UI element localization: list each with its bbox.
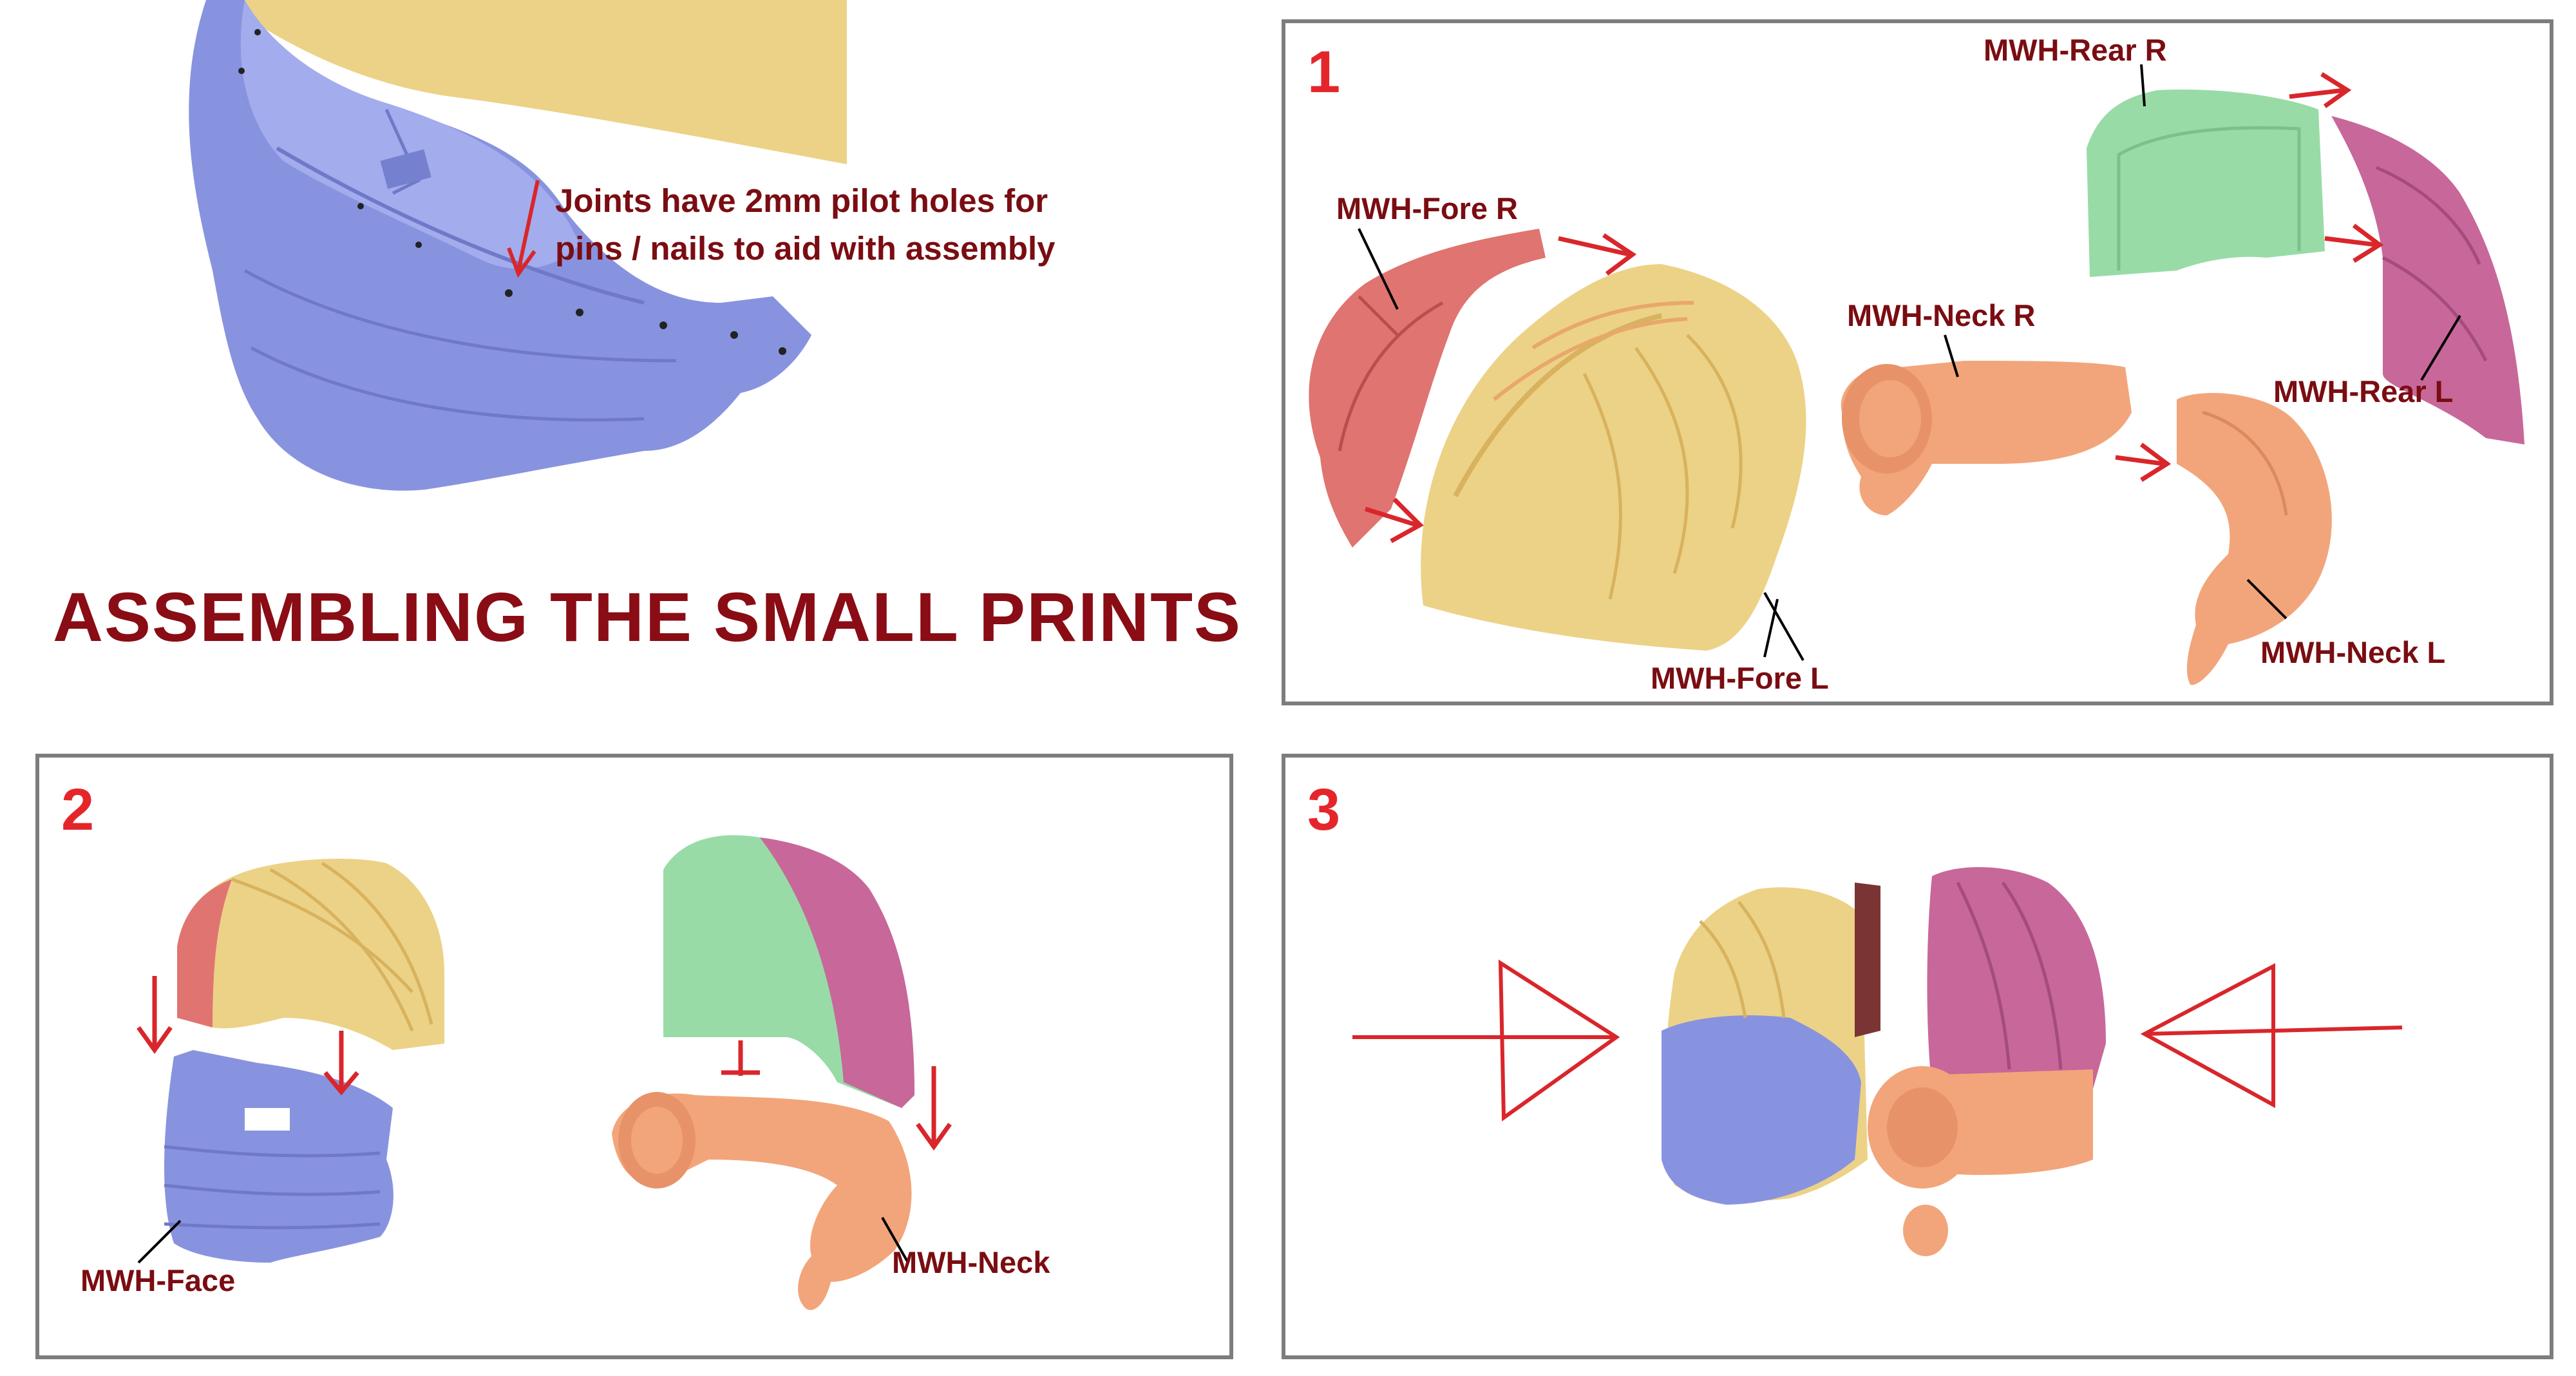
arrow-rear-2 — [2324, 224, 2384, 263]
label-face: MWH-Face — [80, 1263, 236, 1297]
yellow-helmet-piece — [222, 0, 847, 164]
arrow-neck — [2115, 443, 2172, 482]
blue-shell-inner-wall — [240, 0, 580, 269]
neck-l-piece — [2177, 393, 2332, 685]
label-neck-r: MWH-Neck R — [1847, 298, 2036, 332]
label-rear-r: MWH-Rear R — [1984, 33, 2167, 67]
label-neck: MWH-Neck — [892, 1245, 1050, 1279]
step-number-3: 3 — [1307, 777, 1341, 843]
label-fore-l: MWH-Fore L — [1651, 661, 1829, 695]
arrow-rear-1 — [2289, 72, 2352, 108]
step-number-1: 1 — [1307, 39, 1341, 105]
rear-r-piece — [2087, 90, 2325, 277]
page-title: ASSEMBLING THE SMALL PRINTS — [53, 578, 1242, 656]
pointer-arrow — [507, 180, 540, 278]
label-fore-r: MWH-Fore R — [1336, 191, 1518, 225]
arrow-right-half — [2140, 963, 2403, 1109]
fore-r-piece — [1309, 229, 1546, 548]
label-rear-l: MWH-Rear L — [2273, 374, 2454, 408]
pilot-hole-note: Joints have 2mm pilot holes for pins / n… — [555, 177, 1199, 272]
rear-half — [1927, 867, 2106, 1089]
arrow-fore-l — [1364, 497, 1424, 544]
note-line-2: pins / nails to aid with assembly — [555, 230, 1056, 267]
label-neck-l: MWH-Neck L — [2260, 635, 2446, 669]
panel-step-3 — [1282, 754, 2553, 1359]
fore-assembly — [177, 859, 444, 1050]
note-line-1: Joints have 2mm pilot holes for — [555, 182, 1048, 219]
step-number-2: 2 — [61, 777, 95, 843]
rear-l-piece — [2331, 116, 2524, 444]
arrow-left-half — [1352, 959, 1620, 1122]
arrow-fore-r — [1558, 233, 1637, 276]
